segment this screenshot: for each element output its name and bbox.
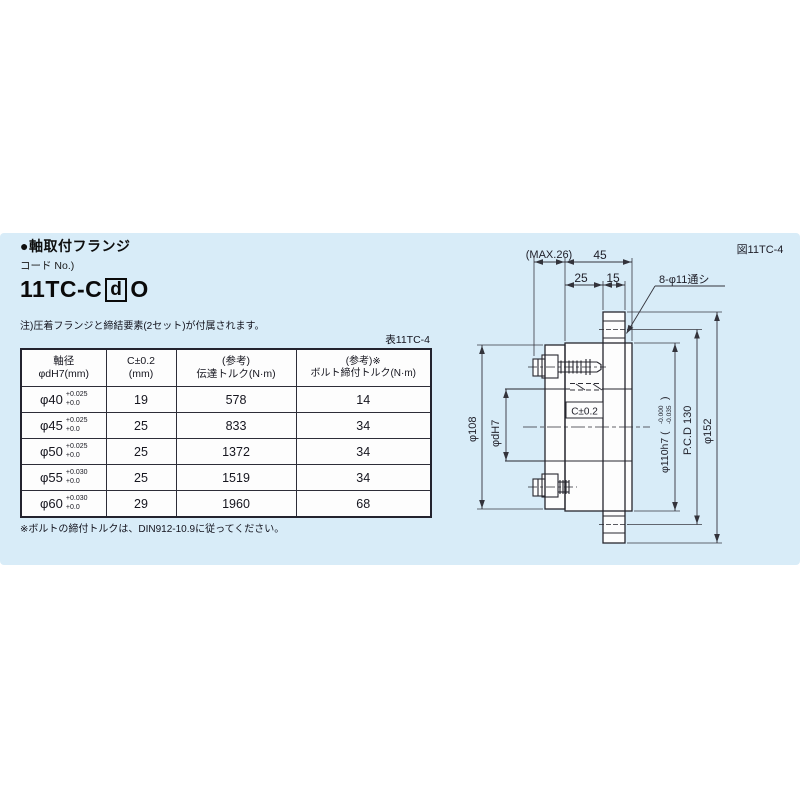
table-row: φ45+0.025+0.0 25 833 34: [20, 412, 432, 439]
dim-dia110-tol-upper: -0.000: [658, 405, 665, 424]
dim-25-label: 25: [574, 271, 588, 285]
dim-diad-label: φdH7: [490, 420, 502, 447]
cell-bolt-torque: 14: [295, 386, 432, 413]
model-number: 11TC-C d O: [20, 276, 149, 303]
cell-c: 25: [105, 438, 177, 465]
cell-c: 19: [105, 386, 177, 413]
dim-45-label: 45: [593, 248, 607, 262]
model-size-code-box: d: [105, 277, 128, 302]
accessory-note: 注)圧着フランジと締結要素(2セット)が付属されます。: [20, 321, 265, 332]
table-row: φ60+0.030+0.0 29 1960 68: [20, 490, 432, 518]
table-row: φ55+0.030+0.0 25 1519 34: [20, 464, 432, 491]
dim-dia152-label: φ152: [702, 419, 714, 445]
bolt-torque-footnote: ※ボルトの締付トルクは、DIN912-10.9に従ってください。: [20, 524, 285, 535]
model-suffix: O: [130, 276, 149, 302]
dimension-labels: 図11TC-4 (MAX.26) 45 25 15 8-φ11通シ φ108 φ…: [467, 243, 783, 473]
clamp-bolt-top: [528, 354, 606, 379]
header-c-dim: C±0.2(mm): [105, 348, 177, 387]
clamp-bolt-bottom: [528, 473, 577, 498]
dim-c-label: C±0.2: [571, 407, 598, 418]
cell-bolt-torque: 34: [295, 438, 432, 465]
dim-dia110-tol-lower: -0.035: [666, 405, 673, 424]
cell-dia: φ45+0.025+0.0: [20, 412, 107, 439]
table-row: φ50+0.025+0.0 25 1372 34: [20, 438, 432, 465]
code-number-label: コード No.): [20, 260, 75, 272]
extension-lines: [477, 258, 722, 544]
bolt-hole-lines: [599, 320, 629, 534]
cell-c: 25: [105, 412, 177, 439]
shaft-bore-lines: [505, 388, 632, 462]
cell-torque: 1960: [175, 490, 297, 518]
dimension-lines: [481, 261, 725, 543]
table-caption: 表11TC-4: [385, 334, 430, 346]
cell-dia: φ40+0.025+0.0: [20, 386, 107, 413]
model-prefix: 11TC-C: [20, 276, 103, 302]
figure-label: 図11TC-4: [737, 243, 784, 256]
dim-pcd-label: P.C.D 130: [682, 406, 694, 455]
c-dimension-box: [565, 401, 604, 419]
header-bolt-torque: (参考)※ボルト締付トルク(N·m): [295, 348, 432, 387]
dim-max26-label: (MAX.26): [526, 249, 572, 261]
cell-bolt-torque: 68: [295, 490, 432, 518]
cell-bolt-torque: 34: [295, 412, 432, 439]
dim-15-label: 15: [606, 271, 620, 285]
cell-torque: 1519: [175, 464, 297, 491]
header-torque: (参考)伝達トルク(N·m): [175, 348, 297, 387]
cell-dia: φ55+0.030+0.0: [20, 464, 107, 491]
cell-c: 29: [105, 490, 177, 518]
cell-c: 25: [105, 464, 177, 491]
holes-leader-line: [626, 285, 656, 334]
cell-torque: 1372: [175, 438, 297, 465]
dim-dia108-label: φ108: [467, 417, 479, 443]
cell-torque: 578: [175, 386, 297, 413]
table-row: φ40+0.025+0.0 19 578 14: [20, 386, 432, 413]
dim-dia110-label: φ110h7 (: [659, 431, 671, 473]
cell-torque: 833: [175, 412, 297, 439]
section-title: ●軸取付フランジ: [20, 238, 131, 254]
dim-dia110-close-paren: ): [659, 397, 671, 401]
dimension-arrows: [479, 259, 720, 543]
cell-bolt-torque: 34: [295, 464, 432, 491]
holes-label: 8-φ11通シ: [659, 273, 709, 286]
technical-drawing: 図11TC-4 (MAX.26) 45 25 15 8-φ11通シ φ108 φ…: [455, 240, 800, 570]
cell-dia: φ50+0.025+0.0: [20, 438, 107, 465]
clamp-slit-hidden-lines: [570, 383, 603, 391]
cell-dia: φ60+0.030+0.0: [20, 490, 107, 518]
